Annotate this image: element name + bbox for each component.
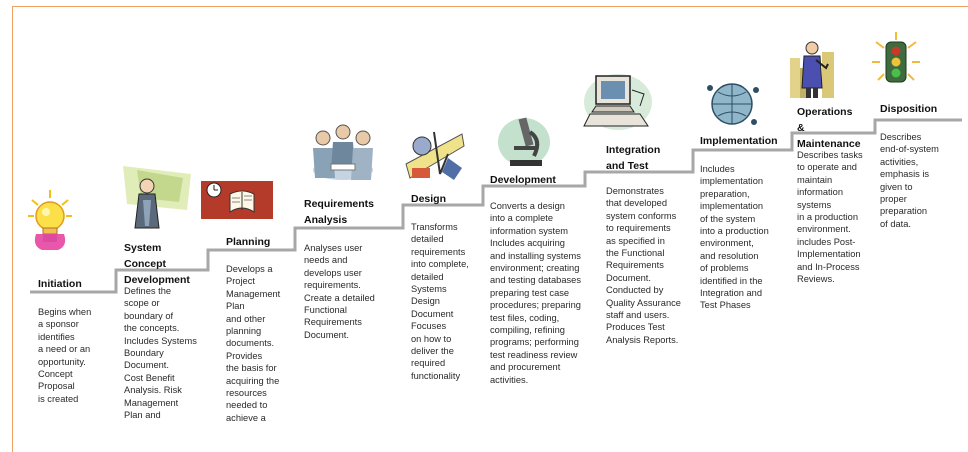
phase-title-integration-and-test: Integration and Test [606,144,661,172]
phase-description-implementation: Includes implementation preparation, imp… [700,164,769,311]
phase-description-integration-and-test: Demonstrates that developed system confo… [606,186,681,345]
phase-title-implementation: Implementation [700,135,778,147]
phase-description-requirements-analysis: Analyses user needs and develops user re… [304,243,375,340]
globe-network-icon [707,83,759,125]
phase-title-operations-maintenance: Operations & Maintenance [797,106,861,150]
computer-icon [583,74,652,130]
phase-description-design: Transforms detailed requirements into co… [411,222,469,381]
design-tools-icon [405,131,465,180]
phase-title-design: Design [411,193,447,205]
phase-title-development: Development [490,174,556,186]
phase-title-planning: Planning [226,236,271,248]
phase-title-initiation: Initiation [38,278,82,290]
phase-description-system-concept-development: Defines the scope or boundary of the con… [124,286,197,421]
phase-description-initiation: Begins when a sponsor identifies a need … [38,307,92,404]
phase-title-requirements-analysis: Requirements Analysis [304,198,375,226]
phase-description-planning: Develops a Project Management Plan and o… [226,264,281,423]
phase-description-operations-maintenance: Describes tasks to operate and maintain … [797,150,863,285]
open-book-clock-icon [201,181,273,219]
phase-description-development: Converts a design into a complete inform… [490,201,581,385]
microscope-icon [498,117,550,166]
businessman-city-icon [790,41,834,98]
phase-title-system-concept-development: System Concept Development [124,242,190,286]
diagram-frame [12,6,968,452]
phase-title-disposition: Disposition [880,103,938,115]
lightbulb-icon [28,190,72,250]
meeting-group-icon [313,124,373,180]
phase-description-disposition: Describes end-of-system activities, emph… [880,132,939,229]
thinking-person-icon [123,166,191,229]
traffic-light-icon [872,32,920,83]
